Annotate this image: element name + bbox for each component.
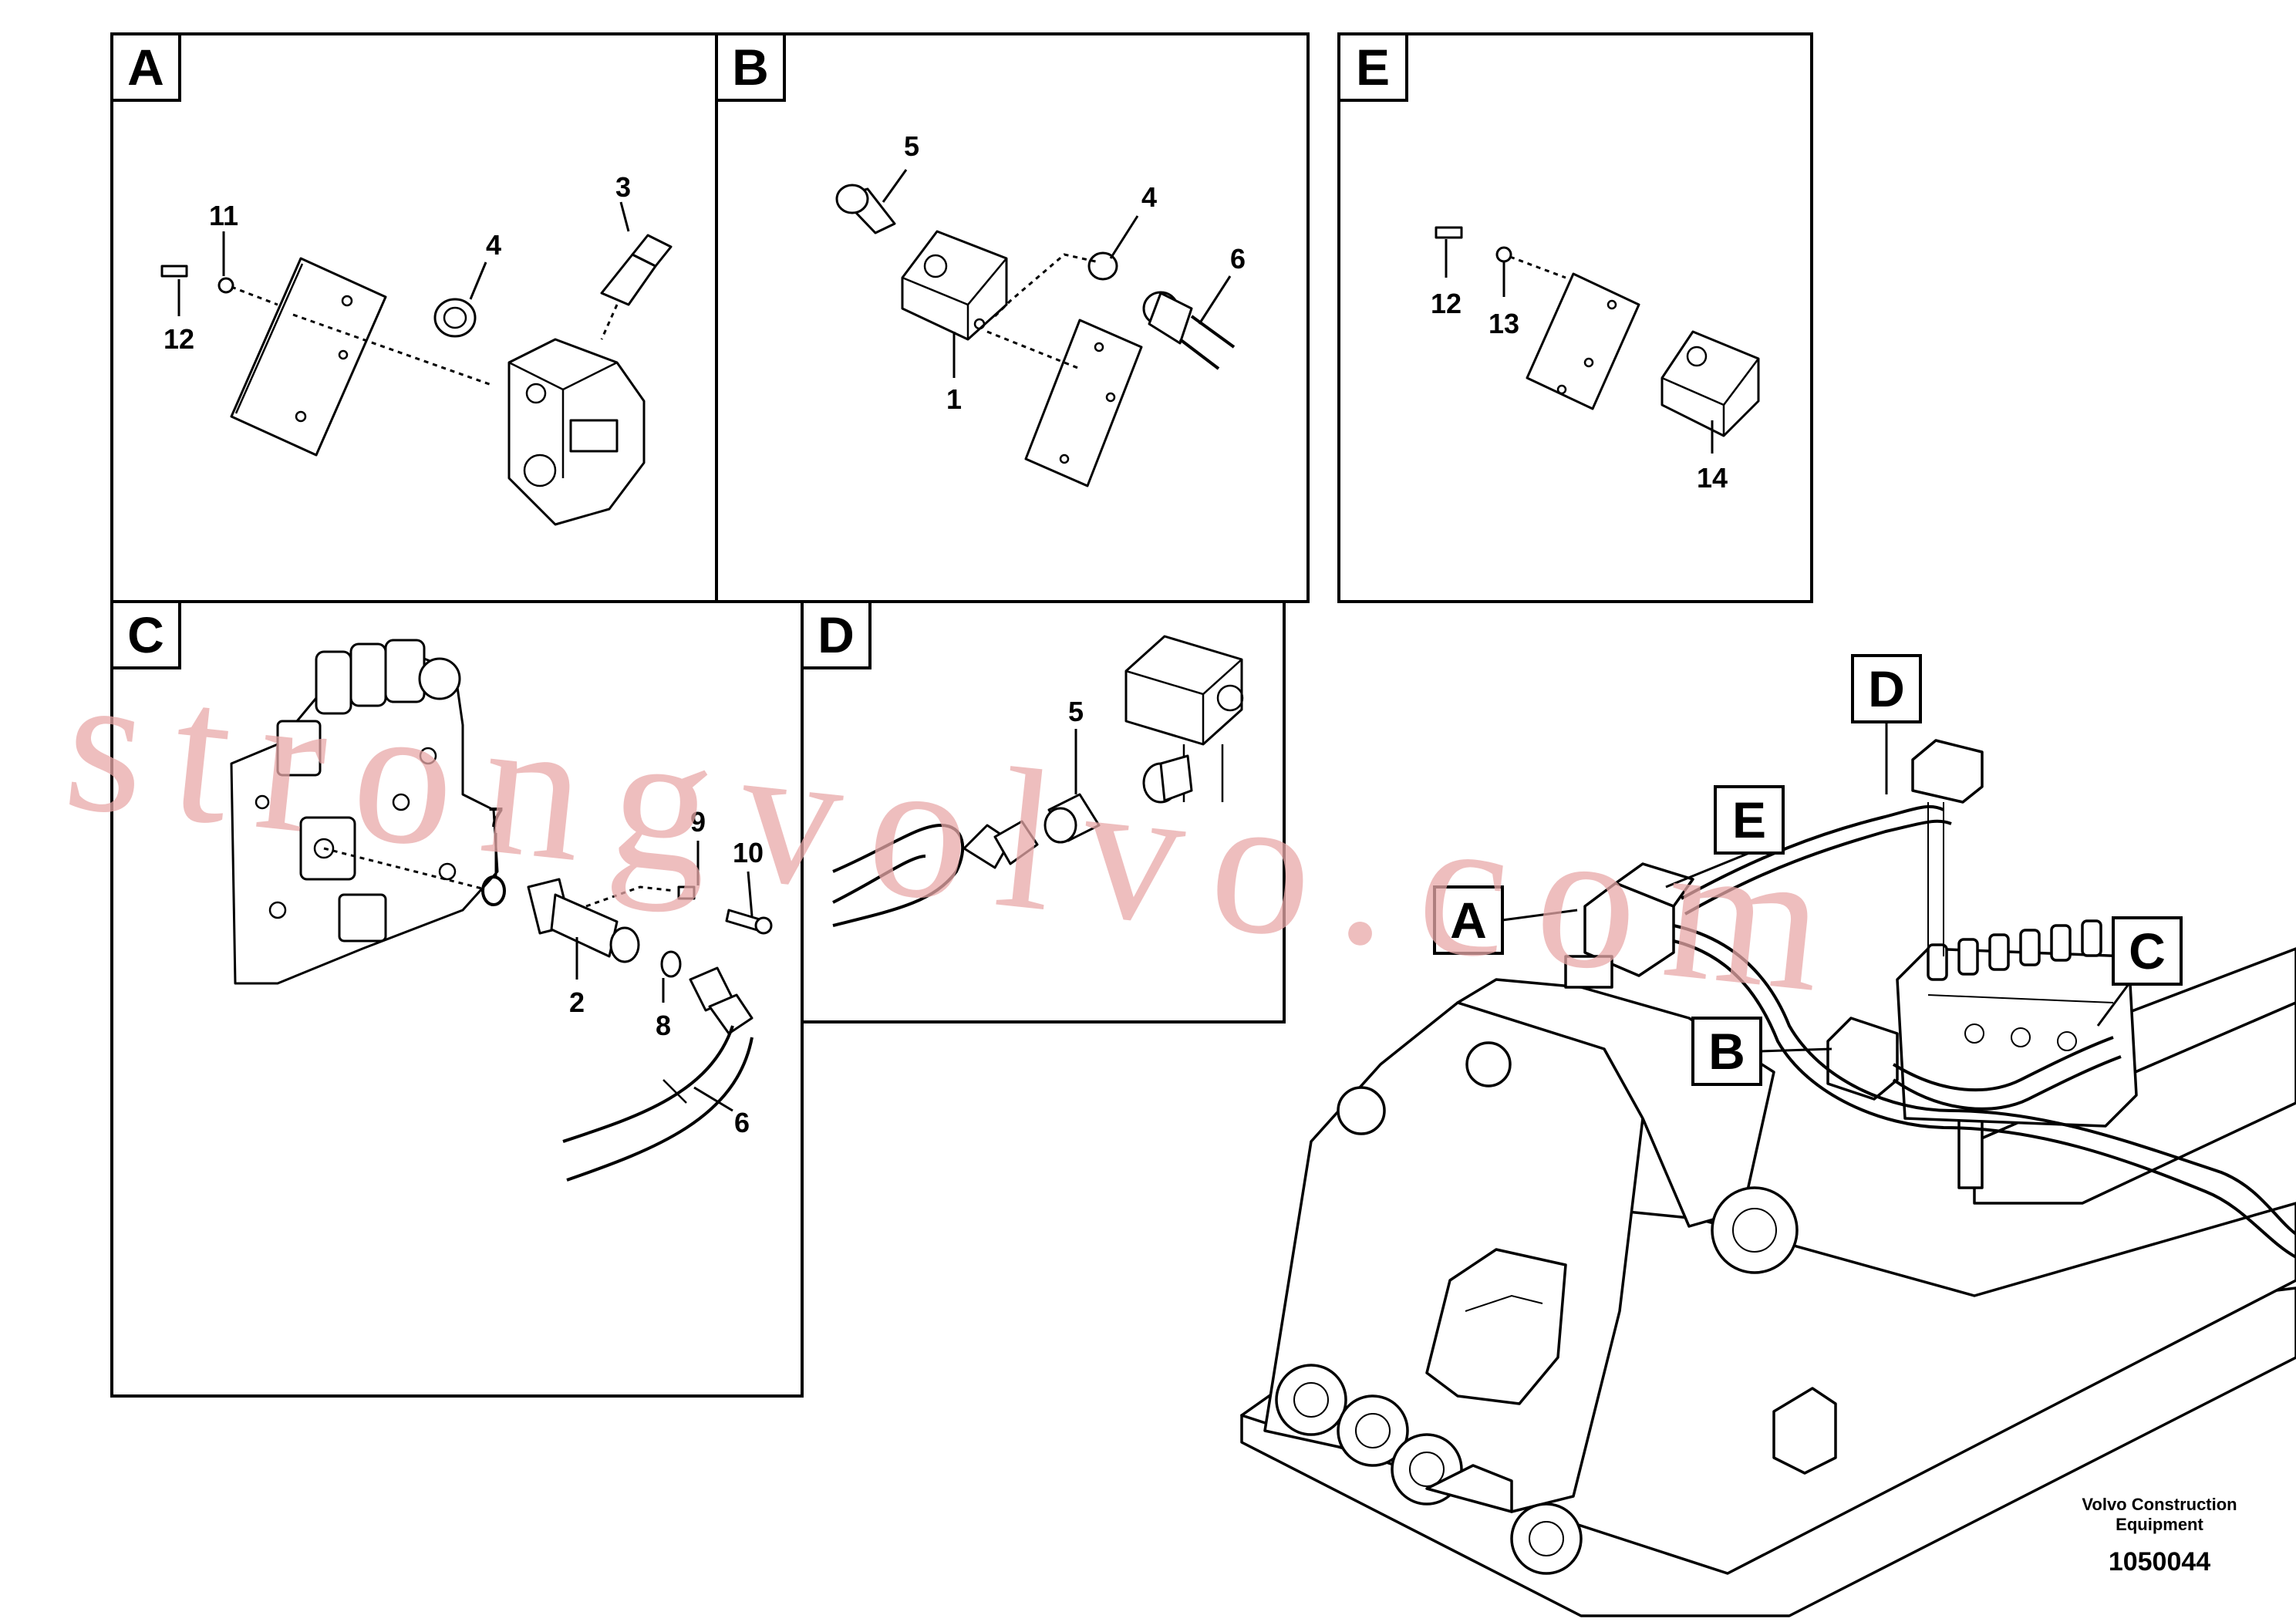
overview-tag-e: E bbox=[1732, 791, 1766, 848]
panel-d-tag: D bbox=[818, 606, 855, 663]
overview-tag-a: A bbox=[1450, 892, 1487, 949]
callout-b-5: 5 bbox=[904, 130, 919, 162]
callout-b-4: 4 bbox=[1141, 181, 1157, 213]
overview-tag-d: D bbox=[1868, 660, 1905, 717]
panel-c-drawing bbox=[230, 639, 773, 1182]
overview-tag-b: B bbox=[1708, 1023, 1745, 1080]
panel-a-drawing bbox=[160, 234, 673, 526]
panel-e-drawing bbox=[1435, 226, 1760, 437]
doc-number: 1050044 bbox=[2109, 1547, 2210, 1576]
overview-tags: A B C D E bbox=[1433, 654, 2183, 1086]
callout-d-5: 5 bbox=[1068, 696, 1084, 727]
callout-a-3: 3 bbox=[615, 171, 631, 203]
callout-c-7: 7 bbox=[488, 801, 504, 833]
panel-a: A 11 bbox=[110, 32, 718, 603]
callout-a-11: 11 bbox=[209, 200, 238, 231]
panel-b-tag: B bbox=[732, 39, 769, 96]
overview-tag-c: C bbox=[2129, 922, 2166, 980]
panel-b-drawing bbox=[835, 184, 1236, 487]
panel-e-tag: E bbox=[1356, 39, 1390, 96]
callout-a-4: 4 bbox=[486, 229, 501, 261]
credit-line-1: Volvo Construction bbox=[2082, 1495, 2237, 1514]
panel-d-drawing bbox=[832, 635, 1244, 927]
footer: Volvo Construction Equipment 1050044 bbox=[2082, 1495, 2237, 1576]
credit-line-2: Equipment bbox=[2116, 1515, 2203, 1534]
panel-d: D 5 bbox=[801, 600, 1286, 1023]
panel-a-tag: A bbox=[127, 39, 164, 96]
callout-b-1: 1 bbox=[946, 383, 962, 415]
panel-e: E 12 13 14 bbox=[1337, 32, 1813, 603]
callout-c-2: 2 bbox=[569, 986, 585, 1018]
callout-e-14: 14 bbox=[1697, 462, 1728, 494]
panel-c-tag: C bbox=[127, 606, 164, 663]
callout-a-12: 12 bbox=[164, 323, 194, 355]
callout-c-6: 6 bbox=[734, 1107, 750, 1138]
callout-b-6: 6 bbox=[1230, 243, 1246, 275]
panel-b: B 5 4 bbox=[715, 32, 1310, 603]
callout-c-8: 8 bbox=[656, 1010, 671, 1041]
callout-e-13: 13 bbox=[1489, 308, 1519, 339]
callout-c-9: 9 bbox=[690, 806, 706, 838]
panel-c: C bbox=[110, 600, 804, 1398]
callout-c-10: 10 bbox=[733, 837, 764, 868]
callout-e-12: 12 bbox=[1431, 288, 1462, 319]
